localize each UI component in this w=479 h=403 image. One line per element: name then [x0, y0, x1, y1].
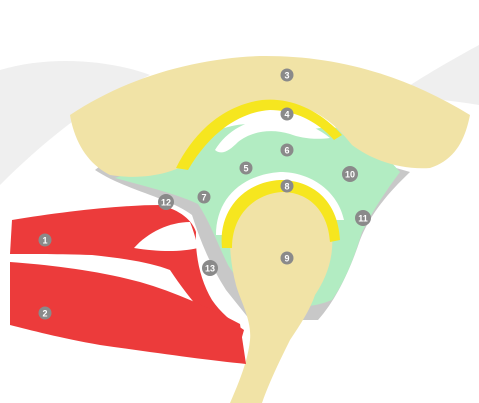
label-badge-7: 7	[198, 191, 211, 204]
label-number: 4	[284, 110, 289, 120]
label-number: 11	[358, 214, 368, 224]
label-badge-4: 4	[281, 108, 294, 121]
label-number: 9	[284, 254, 289, 264]
label-badge-2: 2	[39, 307, 52, 320]
label-badge-3: 3	[281, 69, 294, 82]
label-badge-11: 11	[355, 210, 371, 226]
label-number: 3	[284, 71, 289, 81]
label-number: 2	[42, 309, 47, 319]
label-badge-10: 10	[342, 166, 358, 182]
label-badge-6: 6	[281, 144, 294, 157]
label-number: 12	[161, 198, 171, 208]
label-number: 10	[345, 170, 355, 180]
label-number: 13	[205, 264, 215, 274]
label-number: 8	[284, 182, 289, 192]
label-badge-9: 9	[281, 252, 294, 265]
label-badge-5: 5	[240, 162, 253, 175]
label-number: 5	[243, 164, 248, 174]
label-badge-13: 13	[202, 260, 218, 276]
label-badge-8: 8	[281, 180, 294, 193]
label-badge-12: 12	[158, 194, 174, 210]
label-number: 6	[284, 146, 289, 156]
label-number: 7	[201, 193, 206, 203]
label-badge-1: 1	[39, 234, 52, 247]
label-number: 1	[42, 236, 47, 246]
